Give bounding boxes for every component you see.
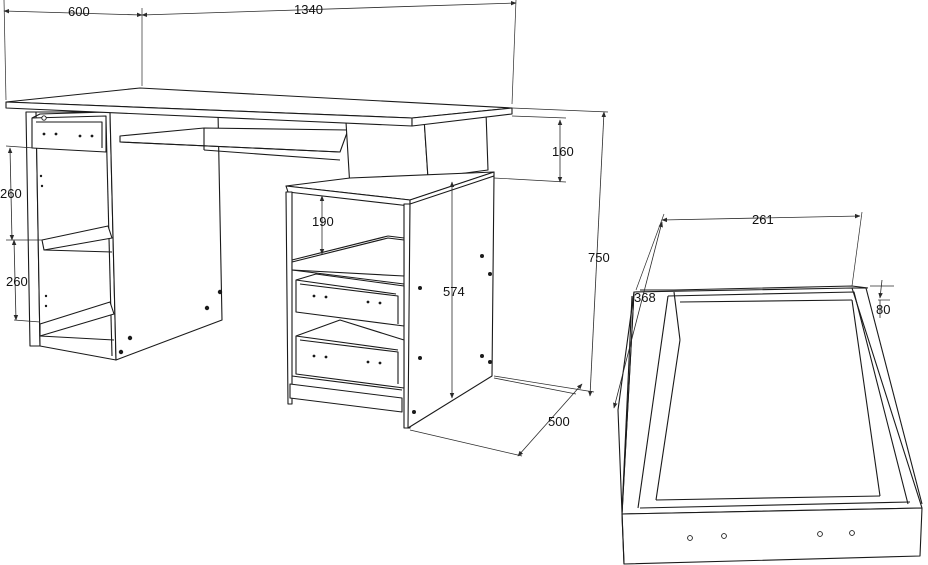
left-pedestal xyxy=(25,111,223,361)
dim-pedestal-height: 574 xyxy=(443,284,465,299)
left-drawer xyxy=(31,111,109,153)
dim-drawer-depth: 368 xyxy=(634,290,656,305)
dim-shelf-upper: 260 xyxy=(0,186,22,201)
left-shelf-bottom xyxy=(39,301,115,337)
dim-top-shelf-height: 160 xyxy=(552,144,574,159)
left-shelf-middle xyxy=(41,225,113,251)
keyboard-shelf xyxy=(119,127,349,161)
dim-pedestal-depth: 500 xyxy=(548,414,570,429)
drawer-detail xyxy=(613,211,923,565)
dim-desk-width: 1340 xyxy=(294,2,323,17)
desk-drawing xyxy=(3,0,609,457)
upper-compartment xyxy=(345,111,489,193)
right-drawer-upper xyxy=(295,273,405,327)
dim-desk-height: 750 xyxy=(588,250,610,265)
desk-dimensions xyxy=(3,0,609,457)
dim-drawer-height: 80 xyxy=(876,302,890,317)
dim-desk-depth: 600 xyxy=(68,4,90,19)
dim-drawer-width: 261 xyxy=(752,212,774,227)
desk-top xyxy=(5,87,513,127)
right-drawer-lower xyxy=(295,319,405,389)
drawer-dimensions xyxy=(613,211,894,409)
right-shelf xyxy=(291,237,405,277)
dim-pedestal-gap: 190 xyxy=(312,214,334,229)
dim-shelf-lower: 260 xyxy=(6,274,28,289)
